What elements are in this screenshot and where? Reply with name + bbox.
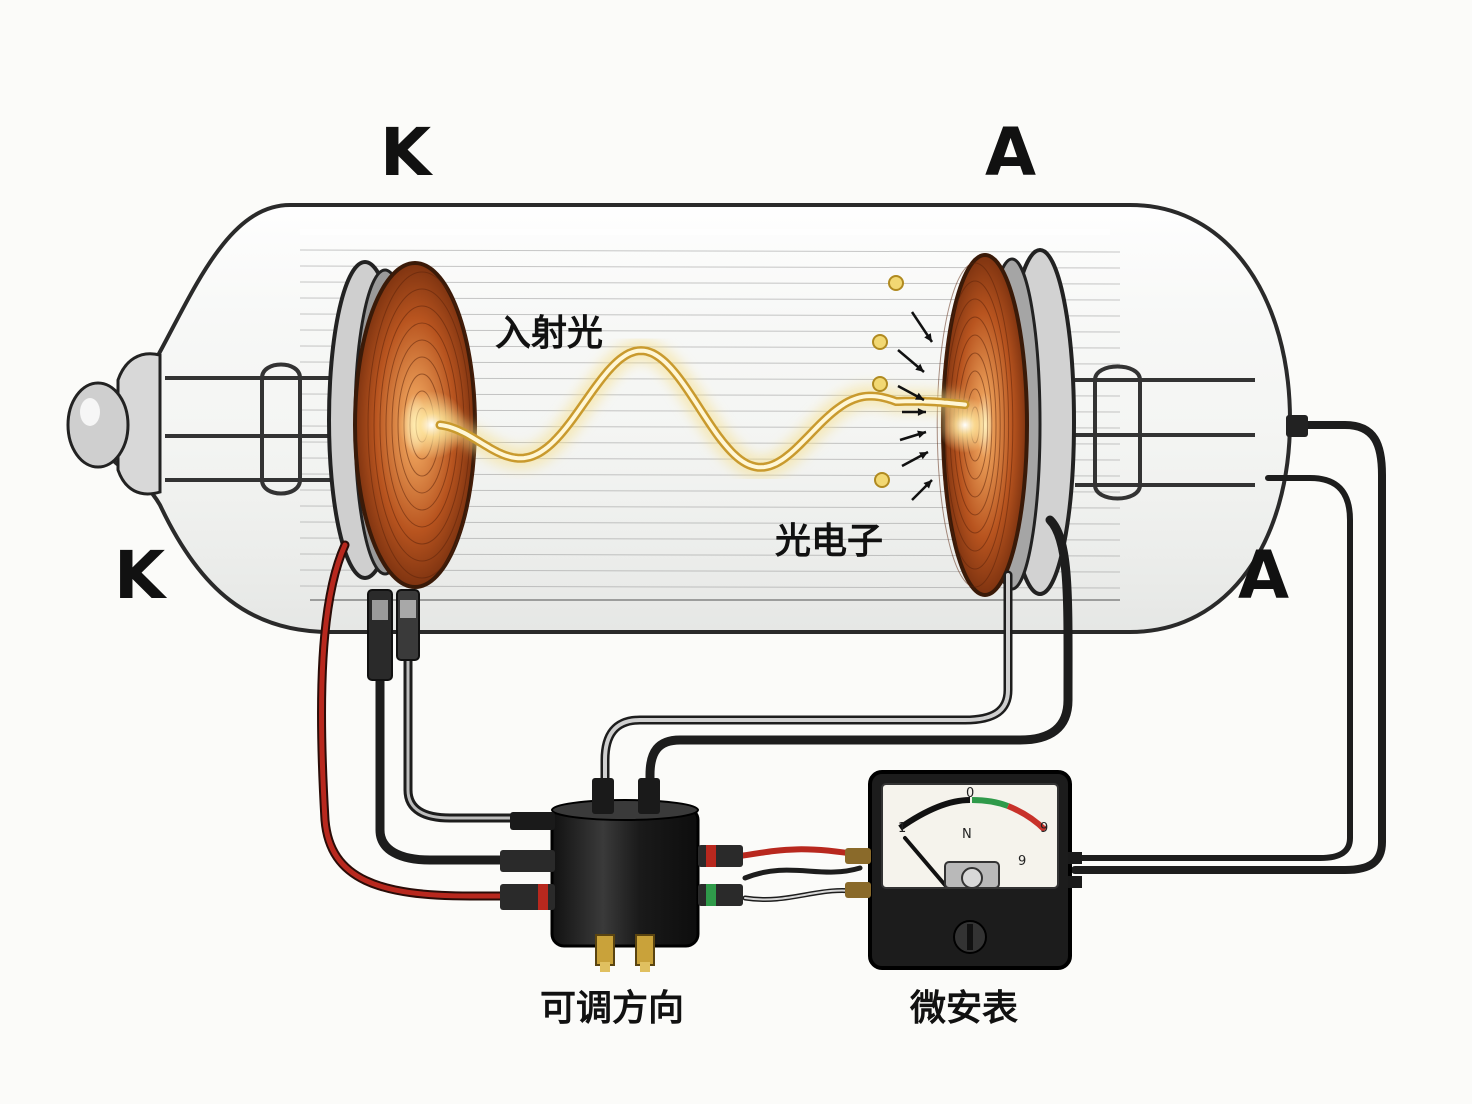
wire-red-to-meter	[737, 846, 863, 859]
wire-right-loop-2	[1072, 475, 1353, 861]
cathode-k	[327, 260, 477, 589]
wire-black-cathode-2	[403, 653, 525, 823]
label-a-top: A	[985, 114, 1036, 191]
tube-end-cap	[66, 352, 162, 496]
arrow-icon	[897, 384, 925, 402]
label-a-side: A	[1238, 537, 1289, 614]
meter-face-letter: N	[962, 827, 972, 842]
arrow-icon	[910, 311, 934, 343]
label-k-side: K	[114, 537, 168, 614]
meter-arc-green	[971, 797, 1010, 809]
adjustable-direction-box	[500, 778, 743, 972]
arrow-icon	[901, 450, 929, 468]
yellow-dot-icon	[872, 376, 888, 392]
meter-scale-top: 0	[966, 786, 974, 801]
arrow-icon	[902, 408, 926, 416]
yellow-dot-icon	[872, 334, 888, 350]
arrow-icon	[899, 430, 927, 442]
meter-corner-mark: 9	[1018, 854, 1026, 869]
wires	[317, 421, 1386, 902]
anode-a	[936, 248, 1076, 597]
support-rods	[165, 362, 1255, 501]
plug-icon	[845, 848, 871, 864]
labels: K A K A 入射光 光电子 可调方向 微安表	[114, 114, 1289, 1029]
box-terminals	[595, 934, 655, 972]
plug-icon	[1068, 852, 1082, 864]
wire-black-cathode-1	[375, 675, 510, 865]
meter-scale-left: 1	[898, 821, 906, 836]
label-microammeter: 微安表	[909, 988, 1018, 1029]
arrow-icon	[897, 349, 925, 373]
microammeter: 0 1 9 N 9	[845, 770, 1082, 970]
plug-icon	[1286, 415, 1308, 437]
label-incident-light: 入射光	[495, 313, 603, 354]
plug-icon	[1068, 876, 1082, 888]
meter-scale-right: 9	[1040, 821, 1048, 836]
yellow-dot-icon	[874, 472, 890, 488]
incident-light-wave	[435, 339, 970, 479]
label-adjustable-direction: 可调方向	[540, 988, 684, 1029]
meter-needle	[903, 836, 947, 887]
wire-twist-1	[742, 865, 863, 881]
label-k-top: K	[380, 114, 434, 191]
electron-arrows	[897, 311, 934, 501]
tube-plugs	[367, 415, 1308, 681]
wire-right-loop-1	[1071, 421, 1386, 874]
meter-arc-red	[1006, 803, 1048, 833]
arrow-icon	[911, 479, 933, 501]
cathode-light-spot	[398, 391, 466, 459]
yellow-dot-icon	[888, 275, 904, 291]
photoelectrons	[872, 275, 904, 488]
label-photoelectron: 光电子	[775, 521, 883, 562]
plug-icon	[845, 882, 871, 898]
wire-black-anode	[645, 515, 1073, 790]
meter-arc-black	[898, 797, 971, 831]
